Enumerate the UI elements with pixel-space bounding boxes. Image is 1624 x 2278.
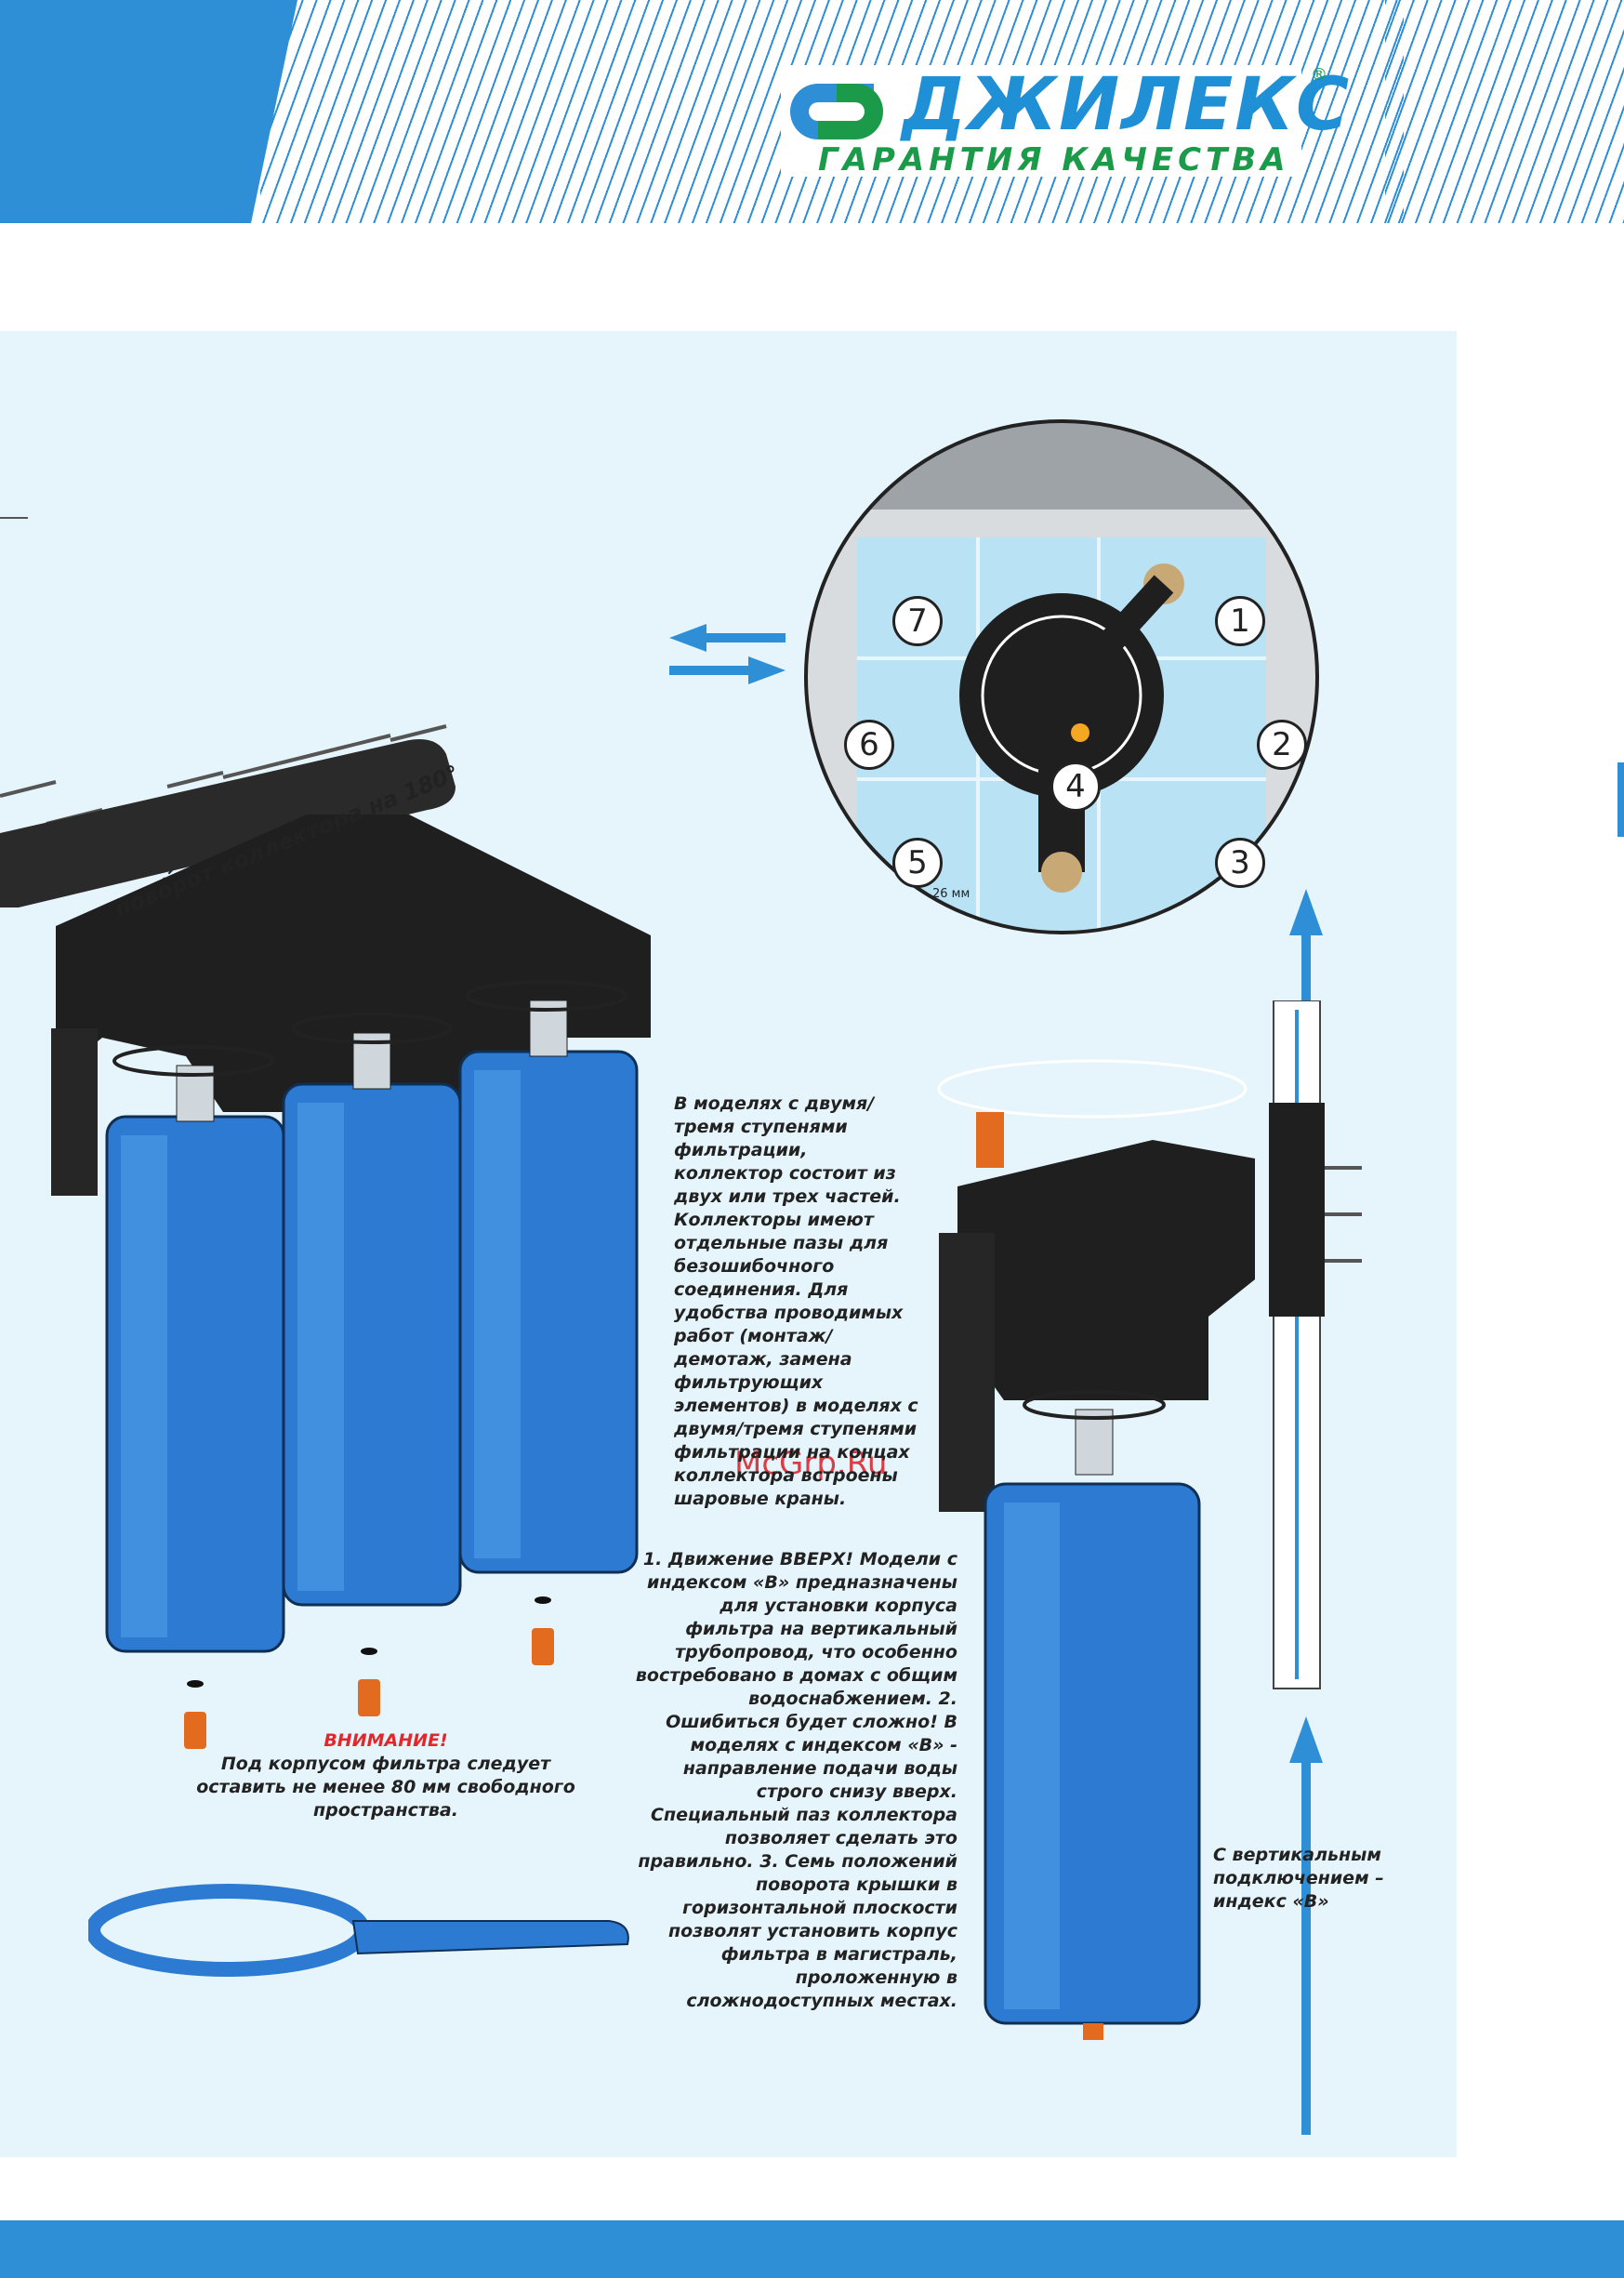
footer-bar [0, 2220, 1624, 2278]
edge-tab [1617, 762, 1624, 837]
position-badge: 5 [892, 838, 943, 888]
logo-mark-icon [790, 84, 883, 139]
watermark: McGrp.Ru [734, 1445, 888, 1482]
brand-logo: ДЖИЛЕКС ® ГАРАНТИЯ КАЧЕСТВА [781, 63, 1349, 179]
filter-housing-icon [282, 1013, 462, 1607]
filter-housing-icon [105, 1045, 285, 1653]
header-blue-wedge [0, 0, 297, 223]
position-badge: 3 [1215, 838, 1265, 888]
warning-title: ВНИМАНИЕ! [323, 1730, 448, 1751]
wrench-icon [88, 1884, 629, 1977]
flow-up-arrow-icon [1289, 889, 1323, 2135]
vertical-filter-illustration [939, 1000, 1362, 2040]
position-badge: 2 [1257, 720, 1307, 770]
brand-tagline: ГАРАНТИЯ КАЧЕСТВА [818, 141, 1290, 179]
warning-text: Под корпусом фильтра следует оставить не… [196, 1754, 575, 1821]
exchange-arrows-icon [669, 624, 786, 684]
three-stage-filter-illustration [0, 517, 651, 1749]
rotation-ellipse-icon [937, 1059, 1248, 1119]
position-badge: 4 [1050, 762, 1101, 812]
collector-pipe-icon [0, 739, 456, 907]
position-badge: 1 [1215, 596, 1265, 646]
illustration-panel: поворот коллектора на 180° 26 мм 1 2 [0, 331, 1457, 2157]
warning-block: ВНИМАНИЕ! Под корпусом фильтра следует о… [177, 1729, 595, 1822]
mounting-bracket-icon [56, 815, 651, 1112]
models-description: В моделях с двумя/тремя ступенями фильтр… [674, 1093, 918, 1509]
position-badge: 6 [844, 720, 894, 770]
filter-housing-icon [458, 980, 639, 1574]
registered-mark: ® [1311, 65, 1327, 85]
brand-name: ДЖИЛЕКС [902, 63, 1352, 147]
drain-plug-icon [184, 1628, 554, 1749]
position-badge: 7 [892, 596, 943, 646]
header: ДЖИЛЕКС ® ГАРАНТИЯ КАЧЕСТВА [0, 0, 1624, 223]
installation-steps: 1. Движение ВВЕРХ! Модели с индексом «В»… [635, 1549, 957, 2011]
vertical-connection-note: С вертикальным подключением – индекс «В» [1213, 1845, 1384, 1912]
dimension-label: 26 мм [932, 887, 970, 901]
collector-detail-circle [804, 419, 1319, 934]
header-hatch-right [1385, 0, 1624, 223]
